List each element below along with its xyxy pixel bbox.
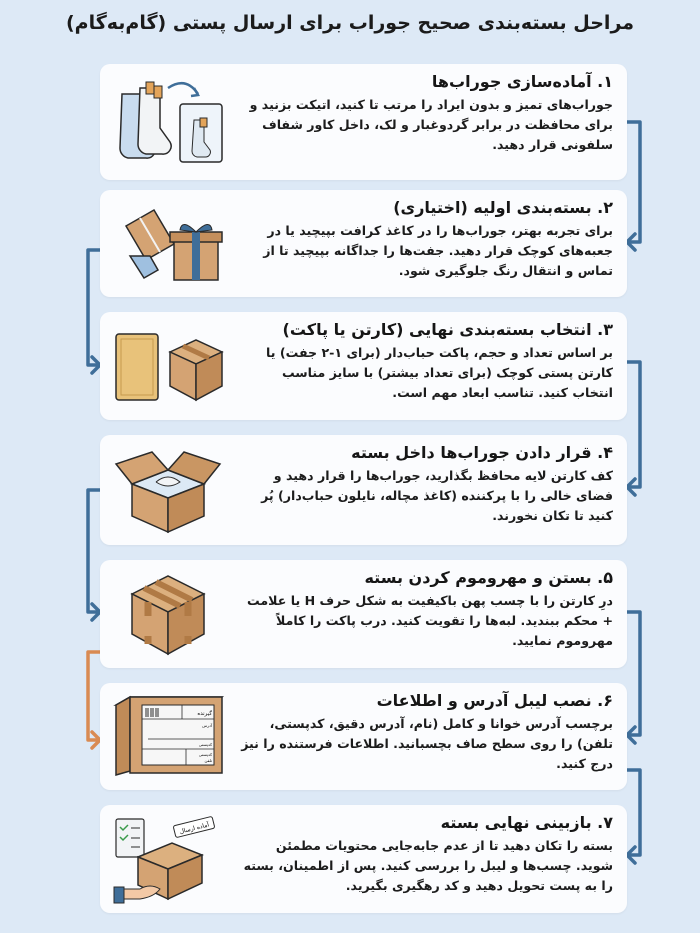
label-field-postcode-2: کدپستی — [199, 752, 212, 757]
step-body: برچسب آدرس خوانا و کامل (نام، آدرس دقیق،… — [241, 716, 613, 771]
label-field-recipient: گیرنده — [197, 710, 212, 717]
gift-wrap-icon — [124, 208, 223, 281]
connector-2-3 — [86, 248, 102, 375]
step-heading: ۲. بسته‌بندی اولیه (اختیاری) — [393, 198, 613, 217]
step-heading: ۶. نصب لیبل آدرس و اطلاعات — [376, 691, 613, 710]
page-title: مراحل بسته‌بندی صحیح جوراب برای ارسال پس… — [65, 12, 635, 34]
step-heading: ۱. آماده‌سازی جوراب‌ها — [431, 72, 613, 91]
socks-and-bag-icon — [119, 81, 223, 163]
step-heading: ۳. انتخاب بسته‌بندی نهایی (کارتن یا پاکت… — [282, 320, 613, 339]
step-body: بر اساس تعداد و حجم، پاکت حباب‌دار (برای… — [266, 345, 613, 400]
checklist-box-icon: آماده ارسال — [113, 816, 215, 904]
connector-5-6 — [625, 610, 642, 745]
open-box-icon — [114, 451, 222, 534]
step-heading: ۴. قرار دادن جوراب‌ها داخل بسته — [351, 443, 613, 462]
step-body: بسته را تکان دهید تا از عدم جابه‌جایی مح… — [243, 838, 613, 893]
taped-box-icon — [130, 575, 206, 656]
step-card-4: ۴. قرار دادن جوراب‌ها داخل بسته کف کارتن… — [100, 435, 627, 545]
step-body: جوراب‌های تمیز و بدون ایراد را مرتب تا ک… — [249, 97, 613, 152]
step-heading: ۵. بستن و مهروموم کردن بسته — [364, 568, 613, 587]
connector-4-5 — [86, 488, 102, 622]
step-card-2: ۲. بسته‌بندی اولیه (اختیاری) برای تجربه … — [100, 190, 627, 297]
label-field-postcode: کدپستی — [199, 742, 212, 747]
envelope-and-box-icon — [115, 333, 224, 402]
step-card-1: ۱. آماده‌سازی جوراب‌ها جوراب‌های تمیز و … — [100, 64, 627, 180]
connector-6-7 — [625, 768, 642, 865]
step-body: کف کارتن لایه محافظ بگذارید، جوراب‌ها را… — [261, 468, 613, 523]
connector-5-6-alt — [86, 650, 102, 750]
label-field-phone: تلفن — [204, 758, 212, 763]
step-heading: ۷. بازبینی نهایی بسته — [440, 813, 613, 832]
label-field-address: آدرس — [202, 723, 213, 728]
step-card-7: آماده ارسال ۷. بازبینی نهایی بسته بسته ر… — [100, 805, 627, 913]
connector-1-2 — [625, 120, 642, 252]
step-card-3: ۳. انتخاب بسته‌بندی نهایی (کارتن یا پاکت… — [100, 312, 627, 420]
step-card-6: گیرنده آدرس کدپستی کدپستی تلفن ۶. نصب لی… — [100, 683, 627, 790]
step-card-5: ۵. بستن و مهروموم کردن بسته درِ کارتن را… — [100, 560, 627, 668]
step-body: برای تجربه بهتر، جوراب‌ها را در کاغذ کرا… — [263, 223, 613, 278]
connector-3-4 — [625, 360, 642, 497]
step-body: درِ کارتن را با چسب پهن باکیفیت به شکل ح… — [247, 593, 613, 648]
labeled-box-icon: گیرنده آدرس کدپستی کدپستی تلفن — [113, 695, 225, 776]
